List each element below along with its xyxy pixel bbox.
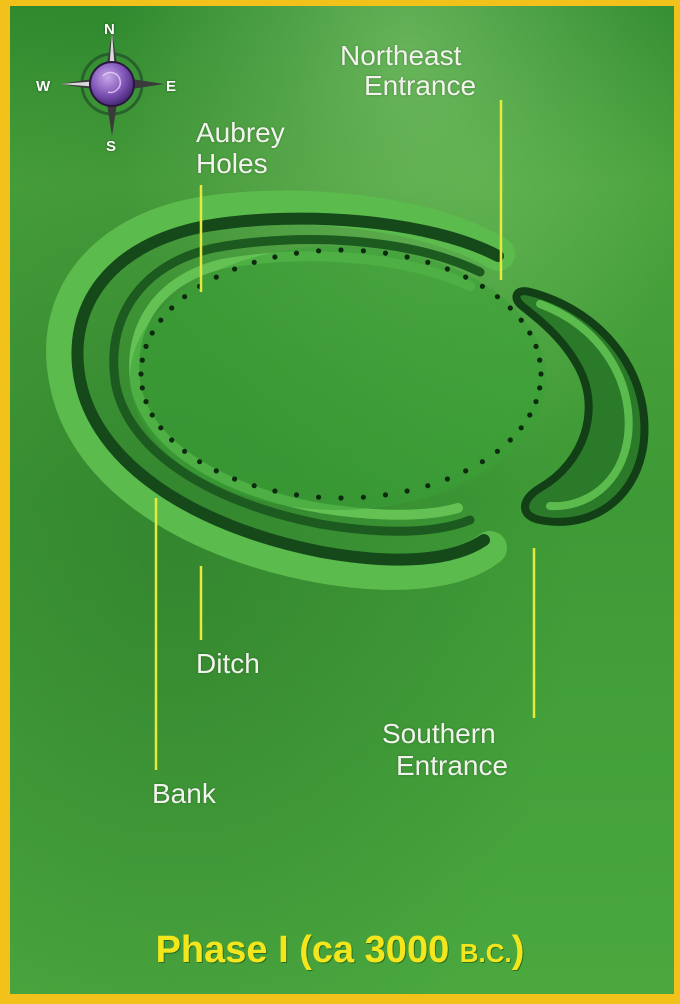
caption-phase: Phase I	[156, 929, 289, 971]
caption-close: )	[512, 929, 525, 971]
aubrey-hole	[383, 251, 388, 256]
aubrey-hole	[508, 305, 513, 310]
aubrey-hole	[316, 495, 321, 500]
compass-east-label: E	[166, 79, 176, 94]
aubrey-hole	[143, 399, 148, 404]
caption-open: (ca 3000	[289, 929, 460, 971]
aubrey-hole	[272, 488, 277, 493]
aubrey-hole	[405, 488, 410, 493]
aubrey-hole	[140, 385, 145, 390]
aubrey-hole	[463, 468, 468, 473]
aubrey-hole	[214, 468, 219, 473]
aubrey-hole	[527, 330, 532, 335]
aubrey-hole	[495, 294, 500, 299]
aubrey-hole	[445, 266, 450, 271]
aubrey-hole	[138, 371, 143, 376]
aubrey-hole	[361, 495, 366, 500]
aubrey-hole	[294, 492, 299, 497]
compass-west-label: W	[36, 79, 50, 94]
northeast-label-line2: Entrance	[364, 72, 476, 100]
aubrey-hole	[538, 371, 543, 376]
compass-north-label: N	[104, 22, 115, 37]
aubrey-hole	[425, 483, 430, 488]
aubrey-hole	[519, 318, 524, 323]
aubrey-hole	[197, 459, 202, 464]
aubrey-hole	[150, 330, 155, 335]
aubrey-hole	[294, 251, 299, 256]
aubrey-hole	[316, 248, 321, 253]
aubrey-hole	[169, 305, 174, 310]
aubrey-hole	[533, 399, 538, 404]
aubrey-hole	[232, 266, 237, 271]
bank-label: Bank	[152, 780, 216, 808]
aubrey-hole	[338, 247, 343, 252]
aubrey-hole	[252, 260, 257, 265]
aubrey-hole	[140, 358, 145, 363]
aubrey-hole	[445, 476, 450, 481]
aubrey-hole	[143, 344, 148, 349]
caption-era: B.C.	[460, 938, 512, 968]
compass-south-label: S	[106, 139, 116, 154]
aubrey-label-line2: Holes	[196, 150, 268, 178]
ditch-label: Ditch	[196, 650, 260, 678]
aubrey-hole	[158, 425, 163, 430]
aubrey-hole	[232, 476, 237, 481]
aubrey-hole	[537, 385, 542, 390]
aubrey-hole	[383, 492, 388, 497]
aubrey-hole	[150, 412, 155, 417]
aubrey-hole	[182, 294, 187, 299]
aubrey-hole	[533, 344, 538, 349]
aubrey-hole	[425, 260, 430, 265]
phase-caption: Phase I (ca 3000 B.C.)	[0, 930, 680, 973]
aubrey-hole	[338, 495, 343, 500]
aubrey-hole	[252, 483, 257, 488]
aubrey-hole	[519, 425, 524, 430]
aubrey-hole	[361, 248, 366, 253]
aubrey-hole	[158, 318, 163, 323]
aubrey-hole	[272, 254, 277, 259]
aubrey-hole	[508, 437, 513, 442]
aubrey-hole	[495, 449, 500, 454]
aubrey-hole	[405, 254, 410, 259]
aubrey-hole	[527, 412, 532, 417]
aubrey-hole	[480, 459, 485, 464]
southern-label-line1: Southern	[382, 720, 496, 748]
aubrey-hole	[463, 275, 468, 280]
aubrey-hole	[169, 437, 174, 442]
northeast-label-line1: Northeast	[340, 42, 461, 70]
aubrey-hole	[214, 275, 219, 280]
aubrey-hole	[182, 449, 187, 454]
aubrey-hole	[480, 284, 485, 289]
aubrey-label-line1: Aubrey	[196, 119, 285, 147]
southern-label-line2: Entrance	[396, 752, 508, 780]
aubrey-hole	[537, 358, 542, 363]
